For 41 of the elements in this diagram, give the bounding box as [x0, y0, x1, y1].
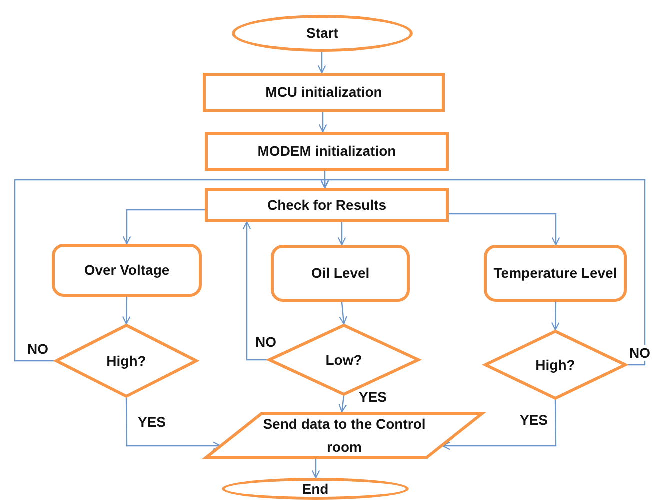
process-box — [205, 188, 449, 222]
node-label: High? — [534, 356, 576, 375]
connector-arrow — [312, 459, 320, 479]
process-box — [271, 245, 410, 302]
decision-diamond — [55, 324, 198, 398]
node-label: Over Voltage — [83, 261, 171, 280]
edge-label: YES — [519, 412, 549, 428]
node-label: MCU initialization — [264, 83, 384, 102]
connector-arrow — [338, 396, 347, 413]
edge-label: YES — [137, 414, 167, 430]
connector-arrow — [122, 209, 205, 245]
node-label: Send data to the Control room — [262, 415, 427, 456]
decision-diamond — [484, 330, 627, 400]
connector-arrow — [449, 213, 560, 246]
edge-label: NO — [628, 345, 652, 361]
node-label: Start — [306, 24, 340, 44]
process-box — [203, 73, 445, 112]
node-label: MODEM initialization — [256, 142, 398, 162]
connector-arrow — [122, 296, 131, 325]
process-box — [484, 245, 627, 302]
node-label: Oil Level — [310, 264, 371, 284]
node-label: High? — [106, 352, 148, 371]
node-label: Temperature Level — [492, 264, 618, 284]
connector-arrow — [126, 398, 222, 450]
data-parallelogram — [205, 412, 484, 459]
connector-arrow — [552, 302, 560, 331]
edge-label: NO — [254, 334, 278, 350]
node-label: End — [301, 480, 330, 499]
connector-arrow — [338, 222, 346, 246]
node-label: Low? — [324, 350, 364, 370]
node-label: Check for Results — [266, 196, 388, 215]
edge-label: NO — [26, 341, 50, 357]
connector-arrow — [442, 400, 557, 450]
connector-arrow — [242, 221, 268, 361]
connector-arrow — [318, 52, 326, 74]
process-box — [52, 244, 202, 297]
process-box — [205, 132, 449, 171]
connector-arrow — [318, 112, 328, 133]
edge-label: YES — [358, 389, 388, 405]
connector-arrow — [320, 179, 646, 366]
connector-arrow — [339, 302, 348, 325]
